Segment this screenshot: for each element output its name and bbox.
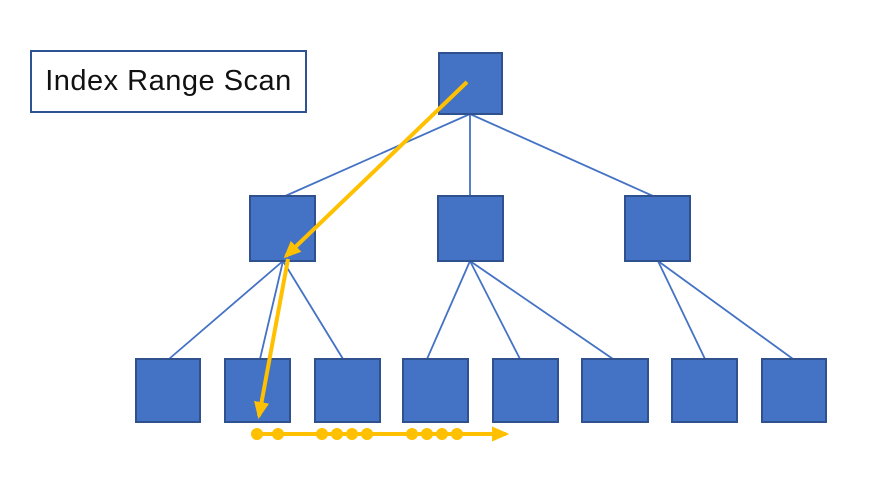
tree-node-leaf-5 [492, 358, 559, 423]
tree-edge-branch-2-leaf-5 [469, 260, 521, 360]
tree-node-branch-2 [437, 195, 504, 262]
tree-edge-branch-3-leaf-8 [657, 260, 794, 360]
tree-node-leaf-8 [761, 358, 827, 423]
tree-edge-branch-3-leaf-7 [657, 260, 706, 360]
tree-edge-root-branch-1 [282, 113, 471, 198]
tree-node-branch-1 [249, 195, 316, 262]
tree-node-root [438, 52, 503, 115]
scan-arrow-root-to-branch [283, 80, 469, 259]
tree-node-branch-3 [624, 195, 691, 262]
range-scan-dot-4 [331, 428, 343, 440]
tree-node-leaf-7 [671, 358, 738, 423]
range-scan-dot-6 [361, 428, 373, 440]
tree-edge-branch-1-leaf-2 [259, 260, 284, 360]
tree-edge-branch-2-leaf-6 [469, 260, 614, 360]
range-scan-dot-10 [451, 428, 463, 440]
tree-node-leaf-3 [314, 358, 381, 423]
range-scan-dot-8 [421, 428, 433, 440]
tree-edge-branch-2-leaf-4 [426, 260, 471, 360]
tree-edge-branch-1-leaf-3 [282, 260, 344, 360]
range-scan-dot-9 [436, 428, 448, 440]
tree-node-leaf-6 [581, 358, 649, 423]
range-scan-dot-1 [251, 428, 263, 440]
tree-edge-root-branch-3 [469, 113, 654, 197]
range-scan-dot-7 [406, 428, 418, 440]
tree-node-leaf-1 [135, 358, 201, 423]
title-text: Index Range Scan [45, 65, 292, 97]
range-scan-dot-5 [346, 428, 358, 440]
tree-node-leaf-4 [402, 358, 469, 423]
tree-node-leaf-2 [224, 358, 291, 423]
tree-edge-branch-1-leaf-1 [168, 260, 284, 360]
title-box: Index Range Scan [30, 50, 307, 113]
range-scan-dot-2 [272, 428, 284, 440]
scan-arrow-branch-to-leaf [254, 258, 290, 420]
range-scan-dot-3 [316, 428, 328, 440]
